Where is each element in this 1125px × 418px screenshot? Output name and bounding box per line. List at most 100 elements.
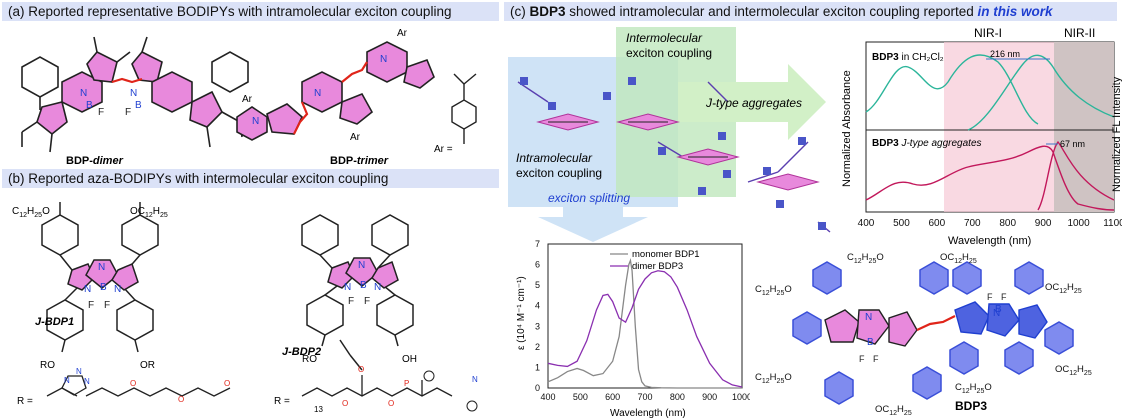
- bdp3-sub-4: OC12H25: [1045, 282, 1082, 295]
- svg-text:N: N: [252, 116, 259, 127]
- x-tick-label: 400: [540, 392, 555, 402]
- bdp3-sub-1: C12H25O: [755, 284, 792, 297]
- ar-label-top: Ar: [397, 28, 408, 39]
- svg-text:N: N: [344, 282, 351, 293]
- svg-text:N: N: [98, 262, 105, 273]
- svg-text:F: F: [859, 354, 865, 364]
- svg-text:N: N: [64, 376, 70, 385]
- bdp3-name: BDP3: [955, 399, 987, 413]
- svg-text:B: B: [100, 282, 107, 293]
- y-tick-label: 3: [535, 321, 540, 331]
- svg-text:N: N: [84, 377, 90, 386]
- oc12h25-right: OC12H25: [130, 206, 168, 219]
- intermolecular-label-2: exciton coupling: [626, 46, 712, 60]
- svg-text:N: N: [358, 260, 365, 271]
- r-equals-2: R =: [274, 396, 290, 407]
- x-tick-label: 700: [637, 392, 652, 402]
- spectra-x-tick-label: 800: [999, 218, 1016, 229]
- svg-text:N: N: [130, 88, 137, 99]
- y-tick-label: 0: [535, 383, 540, 393]
- spectra-ylabel-right: Normalized FL Intensity: [1111, 76, 1122, 192]
- svg-text:B: B: [135, 100, 142, 111]
- jbdp1-label: J-BDP1: [35, 316, 74, 328]
- bdp3-sub-6: OC12H25: [875, 404, 912, 417]
- trimer-label: BDP-trimer: [330, 155, 389, 167]
- svg-text:F: F: [125, 107, 131, 118]
- nir2-label: NIR-II: [1064, 26, 1095, 40]
- exciton-splitting-label: exciton splitting: [548, 191, 630, 205]
- svg-text:P: P: [404, 379, 409, 388]
- svg-text:O: O: [388, 399, 394, 408]
- svg-text:F: F: [104, 300, 110, 311]
- svg-text:O: O: [358, 365, 364, 374]
- top-series-label: BDP3 in CH₂Cl₂: [872, 52, 944, 63]
- svg-text:F: F: [364, 296, 370, 307]
- eps-ylabel: ε (10⁴ M⁻¹ cm⁻¹): [516, 276, 527, 350]
- c12h25o-left: C12H25O: [12, 206, 50, 219]
- bdp3-sub-5: C12H25O: [755, 372, 792, 385]
- svg-text:N: N: [472, 375, 478, 384]
- spectra-x-tick-label: 600: [929, 218, 946, 229]
- spectra-x-tick-label: 500: [893, 218, 910, 229]
- svg-text:N: N: [84, 284, 91, 295]
- x-tick-label: 800: [670, 392, 685, 402]
- ro-label-1: RO: [40, 360, 55, 371]
- shift-label-top: 216 nm: [990, 49, 1020, 59]
- bdp3-sub-8: OC12H25: [1055, 364, 1092, 377]
- bdp3-sub-2: C12H25O: [847, 252, 884, 265]
- svg-text:F: F: [98, 107, 104, 118]
- shift-label-bottom: 67 nm: [1060, 139, 1085, 149]
- ro-label-2: RO: [302, 354, 317, 365]
- dimer-label: BDP-dimer: [66, 155, 124, 167]
- spectra-ylabel-left: Normalized Absorbance: [841, 70, 853, 187]
- panel-c-header: (c) BDP3 showed intramolecular and inter…: [504, 2, 1117, 21]
- svg-text:N: N: [314, 88, 321, 99]
- svg-text:N: N: [380, 54, 387, 65]
- svg-text:N: N: [76, 367, 82, 376]
- svg-text:F: F: [873, 354, 879, 364]
- panel-c-illustration: Intermolecular exciton coupling J-type a…: [508, 27, 831, 242]
- svg-text:B: B: [995, 304, 1002, 315]
- legend-monomer: monomer BDP1: [632, 249, 700, 260]
- series-line-1: [547, 270, 743, 388]
- svg-text:O: O: [224, 379, 230, 388]
- spectra-x-tick-label: 900: [1035, 218, 1052, 229]
- spectra-x-tick-label: 700: [964, 218, 981, 229]
- svg-text:B: B: [360, 280, 367, 291]
- nir1-label: NIR-I: [974, 26, 1002, 40]
- r-equals-1: R =: [17, 396, 33, 407]
- jtype-label: J-type aggregates: [705, 96, 802, 110]
- jbdp2-label: J-BDP2: [282, 346, 321, 358]
- ar-equals: Ar =: [434, 144, 453, 155]
- series-line-0: [547, 257, 742, 389]
- intramolecular-label-2: exciton coupling: [516, 166, 602, 180]
- legend-dimer: dimer BDP3: [632, 261, 683, 272]
- bdp3-sub-7: C12H25O: [955, 382, 992, 395]
- spectra-panel: NIR-I NIR-II 216 nm 67 nm BDP3 in CH₂Cl₂…: [841, 26, 1122, 247]
- spectra-x-tick-label: 400: [858, 218, 875, 229]
- intermolecular-label: Intermolecular: [626, 31, 703, 45]
- y-tick-label: 2: [535, 342, 540, 352]
- svg-text:N: N: [374, 282, 381, 293]
- y-tick-label: 4: [535, 301, 540, 311]
- n13-label: 13: [314, 405, 323, 414]
- oh-label: OH: [402, 354, 417, 365]
- svg-text:N: N: [865, 312, 872, 323]
- svg-text:N: N: [993, 308, 1000, 319]
- intramolecular-label: Intramolecular: [516, 151, 593, 165]
- y-tick-label: 1: [535, 362, 540, 372]
- ar-label-left: Ar: [242, 94, 253, 105]
- x-tick-label: 900: [702, 392, 717, 402]
- bottom-series-label: BDP3 J-type aggregates: [872, 138, 982, 149]
- svg-text:F: F: [348, 296, 354, 307]
- y-tick-label: 6: [535, 260, 540, 270]
- x-tick-label: 1000: [732, 392, 750, 402]
- or-label-1: OR: [140, 360, 155, 371]
- svg-text:F: F: [88, 300, 94, 311]
- svg-text:F: F: [1001, 292, 1007, 302]
- y-tick-label: 7: [535, 240, 540, 249]
